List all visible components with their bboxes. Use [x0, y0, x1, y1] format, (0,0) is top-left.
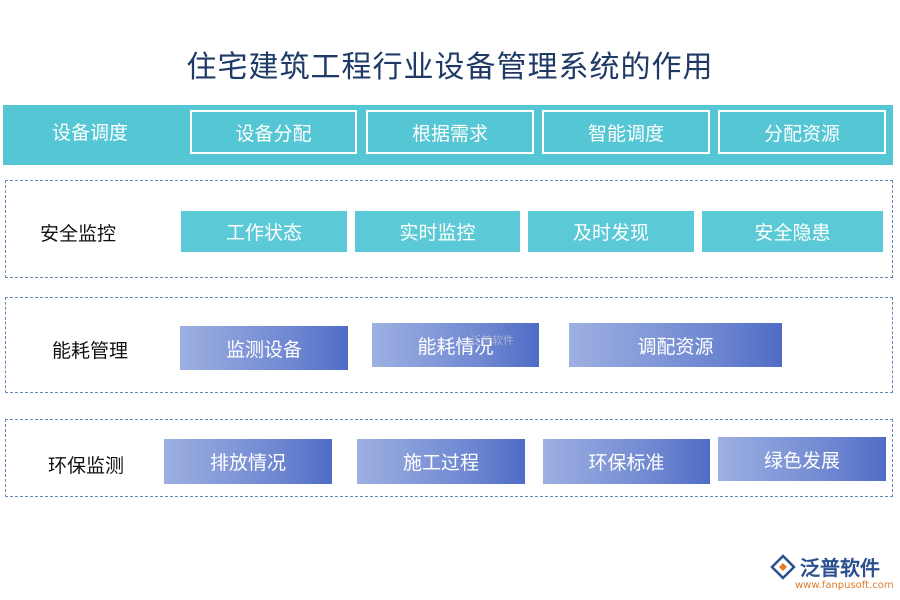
row-equipment-dispatch-band	[3, 105, 893, 165]
box-green-development: 绿色发展	[718, 437, 886, 481]
brand-logo: 泛普软件	[770, 552, 880, 581]
box-smart-dispatch: 智能调度	[542, 110, 710, 154]
logo-url: www.fanpusoft.com	[795, 580, 894, 591]
logo-name: 泛普软件	[800, 556, 880, 580]
box-emissions: 排放情况	[164, 439, 332, 484]
box-environmental-standards: 环保标准	[543, 439, 710, 484]
box-energy-consumption: 能耗情况	[372, 323, 539, 367]
row-label-safety-monitoring: 安全监控	[40, 223, 117, 245]
section-energy-management	[5, 297, 893, 393]
box-allocate-resources-energy: 调配资源	[569, 323, 782, 367]
watermark: 泛普软件	[470, 334, 514, 347]
box-working-status: 工作状态	[181, 211, 347, 252]
box-by-demand: 根据需求	[366, 110, 534, 154]
box-construction-process: 施工过程	[357, 439, 525, 484]
box-safety-hazards: 安全隐患	[702, 211, 883, 252]
box-timely-discovery: 及时发现	[528, 211, 694, 252]
box-allocate-resources: 分配资源	[718, 110, 886, 154]
box-equipment-allocation: 设备分配	[190, 110, 357, 154]
section-safety-monitoring	[5, 180, 893, 278]
box-realtime-monitoring: 实时监控	[355, 211, 520, 252]
box-monitor-equipment: 监测设备	[180, 326, 348, 370]
row-label-energy-management: 能耗管理	[52, 340, 129, 362]
row-label-equipment-dispatch: 设备调度	[52, 122, 129, 144]
page-title: 住宅建筑工程行业设备管理系统的作用	[186, 50, 714, 85]
section-environmental-monitoring	[5, 419, 893, 497]
fanpu-logo-icon	[770, 553, 796, 580]
row-label-environmental-monitoring: 环保监测	[48, 455, 125, 477]
